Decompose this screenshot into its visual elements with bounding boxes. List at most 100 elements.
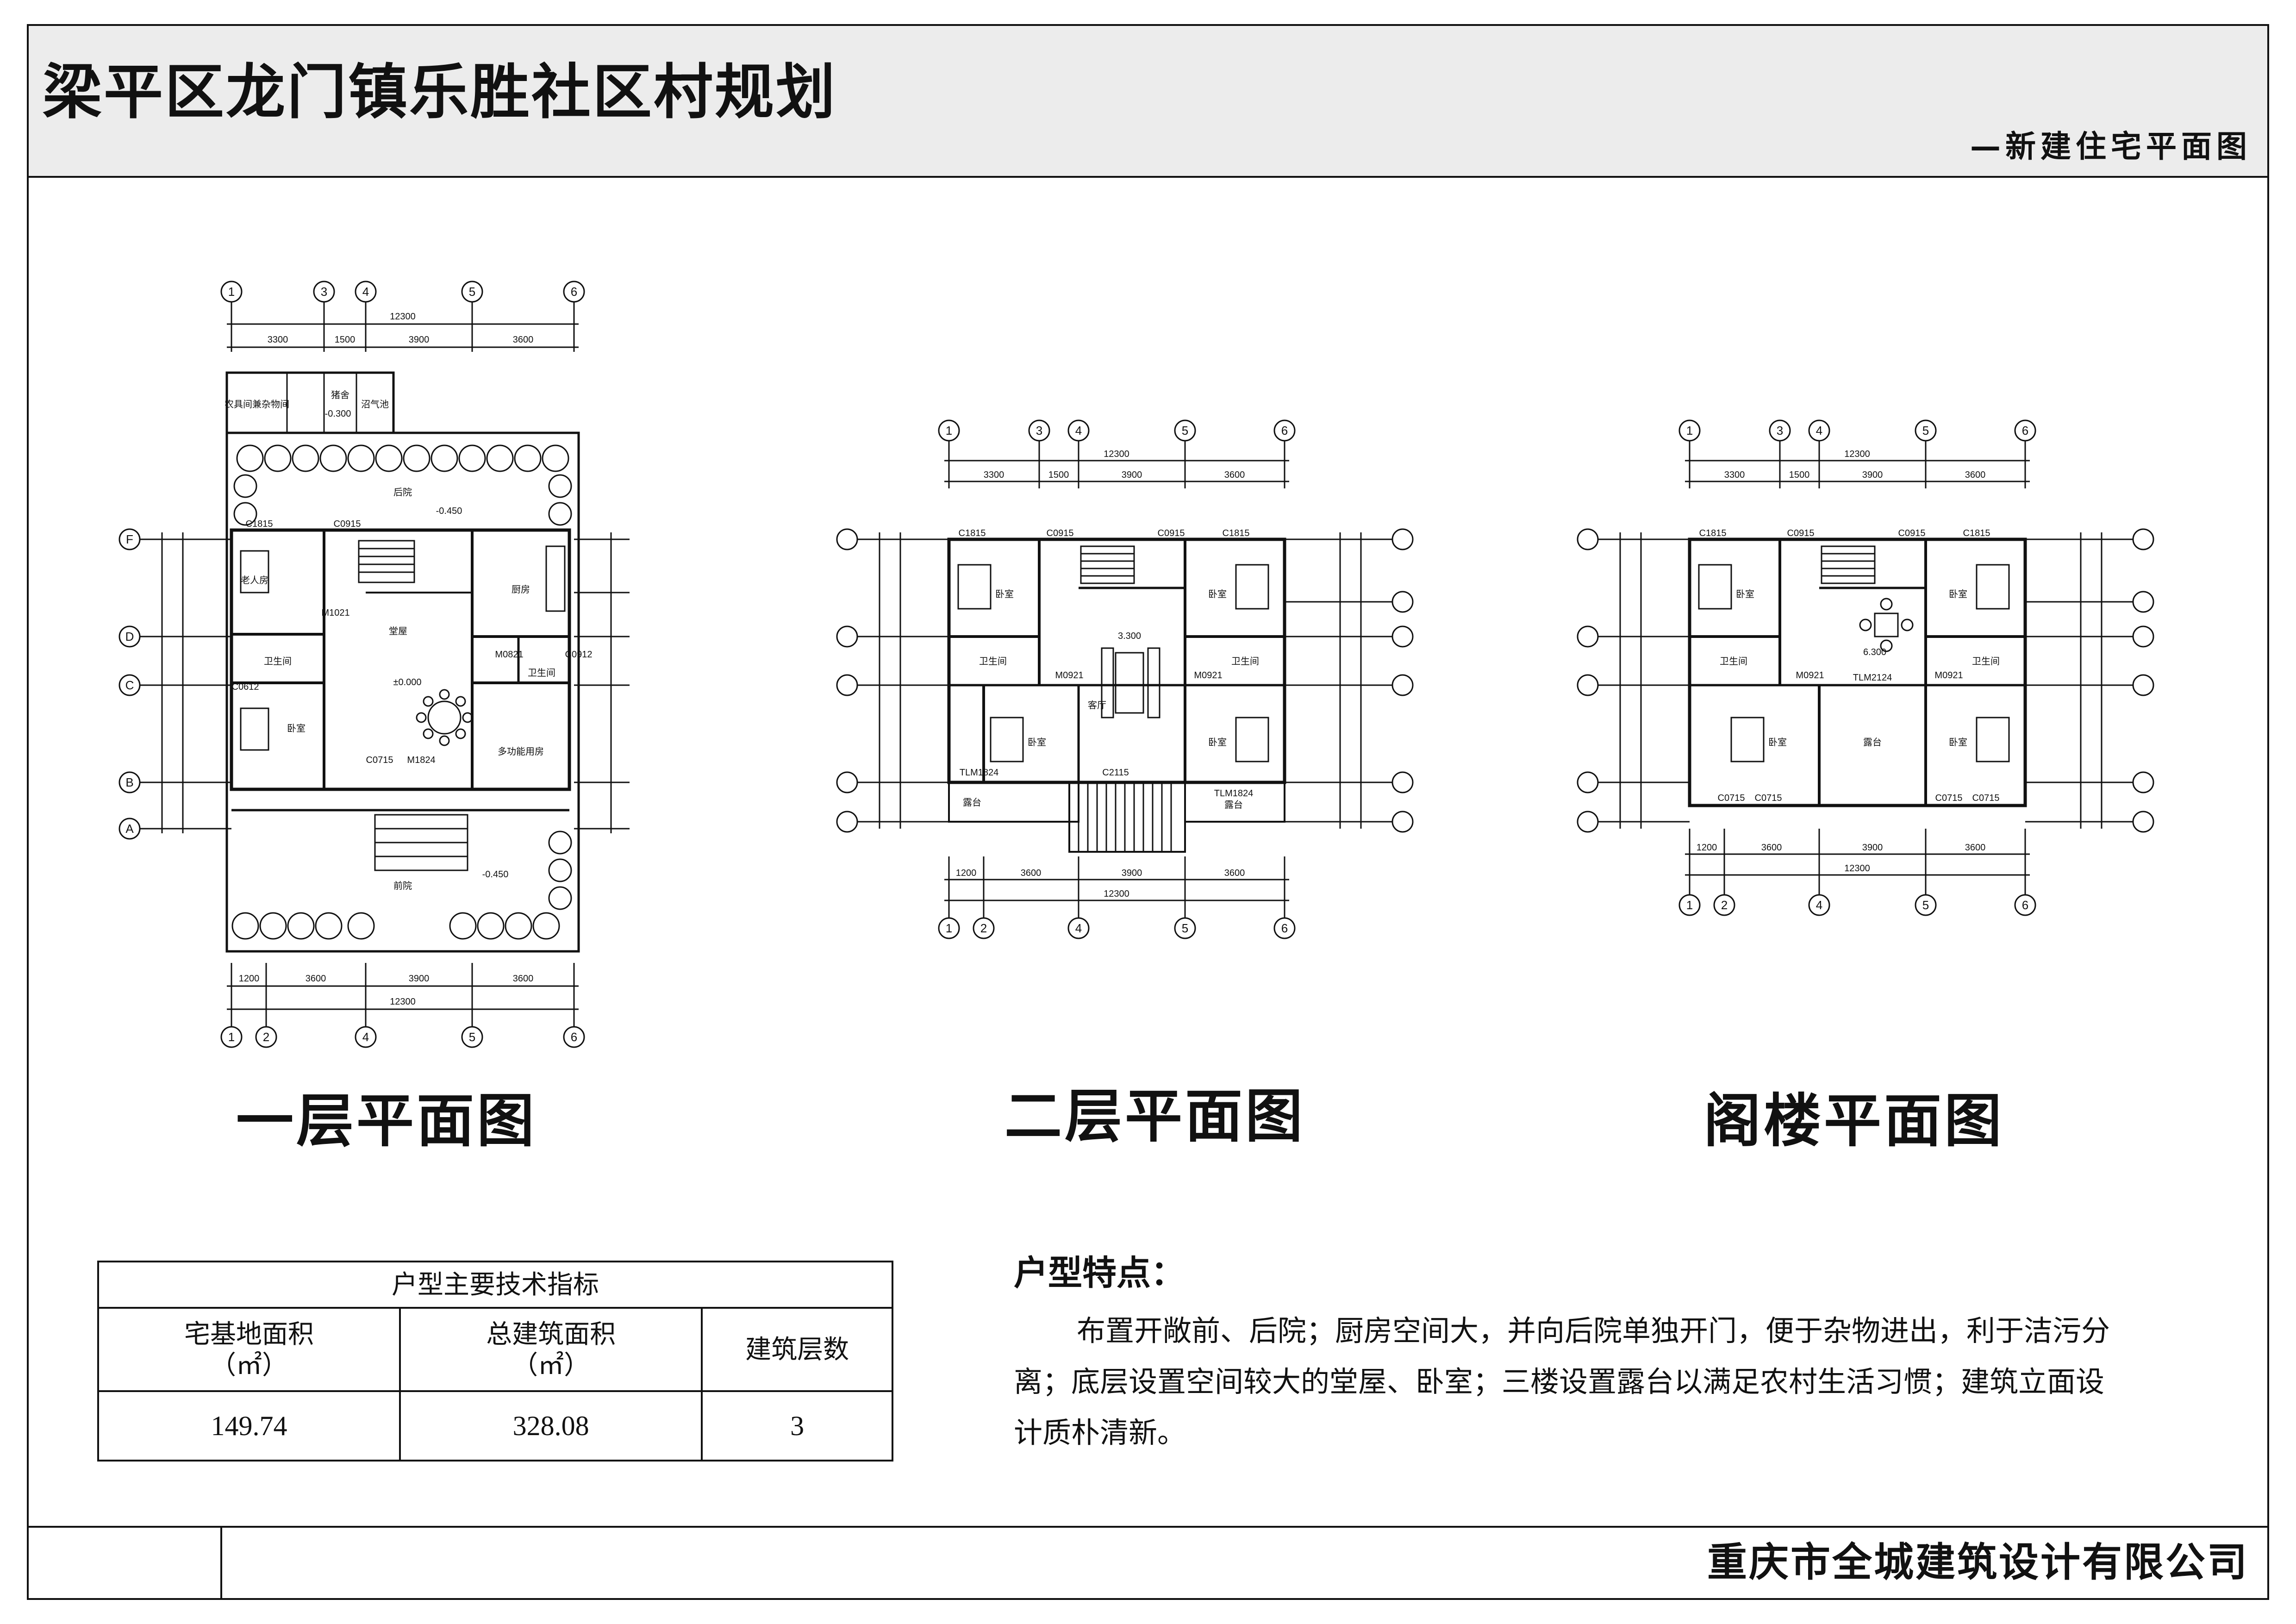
dim-label: 3600 [1761,843,1782,853]
axis-label: F [126,532,133,546]
spec-header-name: 宅基地面积 [184,1319,314,1349]
door-label: TLM2124 [1853,673,1892,683]
dim-label: 1500 [1789,470,1810,480]
room-label: 老人房 [241,575,268,586]
level-mark: 6.300 [1863,647,1886,657]
level-mark: -0.450 [436,506,462,516]
axis-label: 1 [1686,424,1693,437]
first-floor-plan: 1 3 4 5 6 1 2 4 5 6 F D C B A 3300 1500 … [119,281,630,1048]
dim-total: 12300 [1844,449,1870,459]
axis-label: 2 [980,921,987,935]
room-label: 卧室 [1949,589,1967,600]
spec-value: 149.74 [97,1390,401,1462]
dim-label: 3300 [984,470,1004,480]
dim-label: 1200 [1697,843,1717,853]
first-floor-title: 一层平面图 [236,1087,537,1155]
level-mark: ±0.000 [393,677,421,687]
spec-value: 3 [701,1390,893,1462]
room-label: 卫生间 [264,656,292,667]
window-label: C1815 [959,528,986,538]
door-label: M1021 [321,608,349,618]
axis-label: 3 [321,285,327,299]
dim-label: 1500 [335,335,356,345]
room-label: 卧室 [1028,737,1046,748]
spec-header-cell: 总建筑面积 （㎡） [399,1307,703,1392]
room-label: 沼气池 [361,399,389,410]
axis-label: 4 [1075,921,1082,935]
axis-label: 2 [1721,898,1728,912]
room-label: 猪舍 [331,390,349,400]
axis-label: 1 [1686,898,1693,912]
window-label: C0715 [1935,793,1963,803]
attic-floor-plan: 1 3 4 5 6 1 2 4 5 6 3300 1500 3900 3600 … [1577,419,2154,916]
axis-label: C [125,678,134,692]
dim-label: 3900 [409,974,430,984]
window-label: C0915 [1787,528,1815,538]
spec-header-name: 建筑层数 [745,1335,849,1364]
room-label: 卧室 [1208,737,1227,748]
dim-total: 12300 [1104,449,1129,459]
axis-label: 6 [2022,424,2028,437]
spec-header-cell: 建筑层数 [701,1307,893,1392]
room-label: 露台 [1224,800,1243,810]
title-block: 梁平区龙门镇乐胜社区村规划 —新建住宅平面图 [27,24,2269,178]
room-label: 露台 [1863,737,1882,748]
room-label: 卧室 [1949,737,1967,748]
spec-table-caption: 户型主要技术指标 [97,1261,893,1309]
door-label: M1824 [407,755,435,765]
page-subtitle: —新建住宅平面图 [1970,129,2252,164]
window-label: C1815 [1699,528,1727,538]
axis-label: 3 [1036,424,1042,437]
page-title: 梁平区龙门镇乐胜社区村规划 [43,58,837,127]
room-label: 客厅 [1088,700,1106,711]
dim-label: 3300 [268,335,288,345]
window-label: C0612 [232,682,259,692]
spec-header-name: 总建筑面积 [486,1319,616,1349]
second-floor-title: 二层平面图 [1004,1083,1306,1150]
axis-label: 4 [1816,898,1822,912]
axis-label: 5 [1182,424,1188,437]
axis-label: A [125,822,134,836]
axis-label: D [125,630,134,643]
room-label: 卧室 [287,723,306,734]
axis-label: 1 [228,1030,235,1044]
company-name: 重庆市全城建筑设计有限公司 [1707,1539,2249,1586]
door-label: M0821 [495,650,523,660]
room-label: 卧室 [995,589,1014,600]
room-label: 厨房 [512,584,530,595]
features-heading: 户型特点： [1014,1253,1185,1293]
window-label: C1815 [246,519,273,529]
dim-label: 1500 [1048,470,1069,480]
room-label: 露台 [963,797,981,808]
dim-label: 3600 [1224,470,1245,480]
dim-label: 3600 [306,974,326,984]
spec-header-unit: （㎡） [210,1350,288,1380]
window-label: C1815 [1963,528,1990,538]
door-label: M0921 [1796,670,1824,681]
attic-floor-title: 阁楼平面图 [1703,1087,2005,1155]
axis-label: 5 [469,1030,475,1044]
dim-label: 1200 [239,974,260,984]
door-label: TLM1824 [960,768,999,778]
room-label: 卫生间 [1231,656,1259,667]
dim-label: 3600 [1021,868,1042,878]
window-label: C0715 [1972,793,2000,803]
axis-label: 5 [1182,921,1188,935]
axis-label: 6 [2022,898,2028,912]
room-label: 卫生间 [979,656,1007,667]
dim-label: 3900 [1122,470,1142,480]
room-label: 堂屋 [389,626,407,637]
room-label: 卫生间 [528,668,555,678]
window-label: C2115 [1102,768,1129,778]
spec-header-unit: （㎡） [512,1350,590,1380]
axis-label: 6 [571,1030,577,1044]
spec-value: 328.08 [399,1390,703,1462]
level-mark: -0.300 [325,409,351,419]
dim-label: 3900 [409,335,430,345]
axis-label: 3 [1777,424,1783,437]
axis-label: 5 [469,285,475,299]
features-text: 布置开敞前、后院；厨房空间大，并向后院单独开门，便于杂物进出，利于洁污分离；底层… [1014,1314,2110,1449]
footer-block: 重庆市全城建筑设计有限公司 [27,1526,2269,1600]
dim-label: 1200 [956,868,977,878]
axis-label: 4 [1816,424,1822,437]
